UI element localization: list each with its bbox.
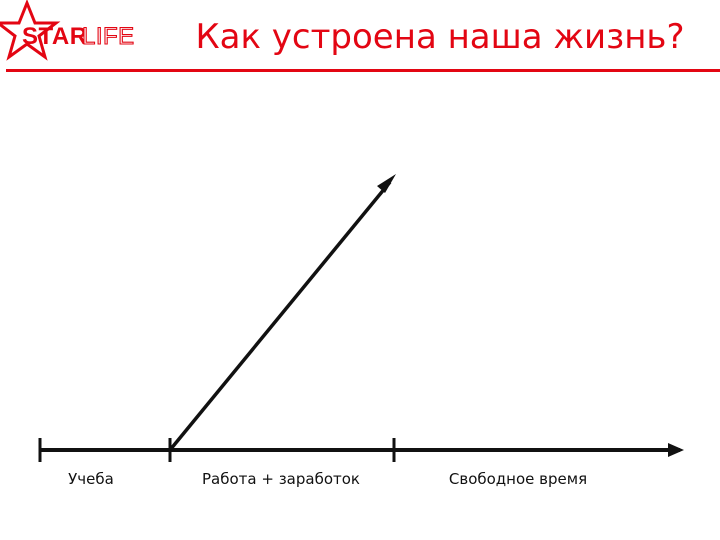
title-divider (6, 69, 720, 72)
svg-text:STAR: STAR (22, 23, 88, 50)
starlife-logo: STAR LIFE (0, 0, 160, 66)
stage-label-free-time: Свободное время (449, 470, 587, 488)
svg-text:LIFE: LIFE (82, 23, 135, 50)
stage-label-work: Работа + заработок (202, 470, 360, 488)
growth-arrow-head (377, 174, 396, 193)
timeline-arrowhead (668, 443, 684, 457)
stage-label-study: Учеба (68, 470, 114, 488)
star-logo-icon: STAR LIFE (0, 0, 135, 61)
page-title: Как устроена наша жизнь? (195, 17, 685, 57)
growth-arrow-line (168, 180, 392, 452)
